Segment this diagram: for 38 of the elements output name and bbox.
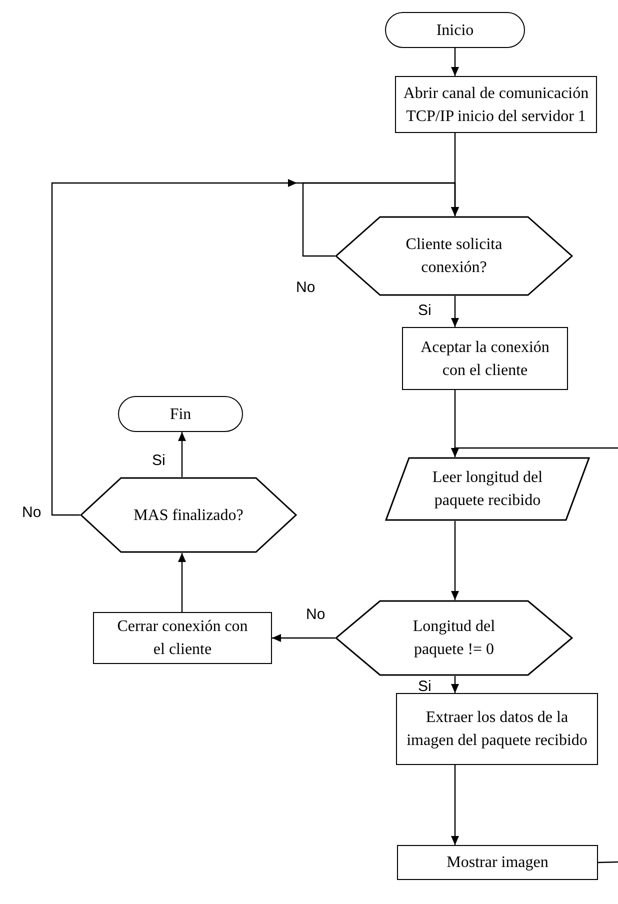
edge-label: Si [418,679,432,694]
arrow [178,432,186,477]
process-box [397,845,598,880]
terminal-shape [118,396,243,432]
node-text: Extraer los datos de la imagen del paquete recibido [406,708,588,751]
edge-label: No [296,280,316,295]
node-text: Abrir canal de comunicación TCP/IP inicio del servidor 1 [402,84,590,126]
edge-label: Si [152,453,166,468]
arrow [451,296,459,327]
process-box [396,693,598,765]
decision-hexagon [335,216,573,296]
node-text: Fin [168,404,192,424]
node-text: Cliente solicita conexión? [404,235,504,278]
node-text: MAS finalizado? [132,506,244,526]
arrow [451,521,459,600]
edge-label: No [22,505,42,520]
decision-hexagon [335,600,573,676]
process-box [402,327,568,390]
process-box [93,612,272,664]
arrow [272,634,335,642]
edge-label: No [306,607,326,622]
arrow [51,179,459,516]
arrow [178,553,186,612]
terminal-shape [385,12,525,48]
edge-label: Si [418,303,432,318]
node-text: Mostrar imagen [446,853,550,873]
decision-hexagon [80,477,297,553]
arrow [451,447,618,457]
node-text: Aceptar la conexión con el cliente [420,338,550,380]
node-text: Cerrar conexión con el cliente [116,617,249,660]
arrow [451,765,459,845]
node-text: Inicio [435,20,475,40]
node-text: Leer longitud del paquete recibido [431,468,544,511]
process-box [395,76,597,133]
data-parallelogram [385,457,590,521]
node-text: Longitud del paquete != 0 [412,617,496,660]
arrow [451,48,459,76]
arrow [451,676,459,693]
